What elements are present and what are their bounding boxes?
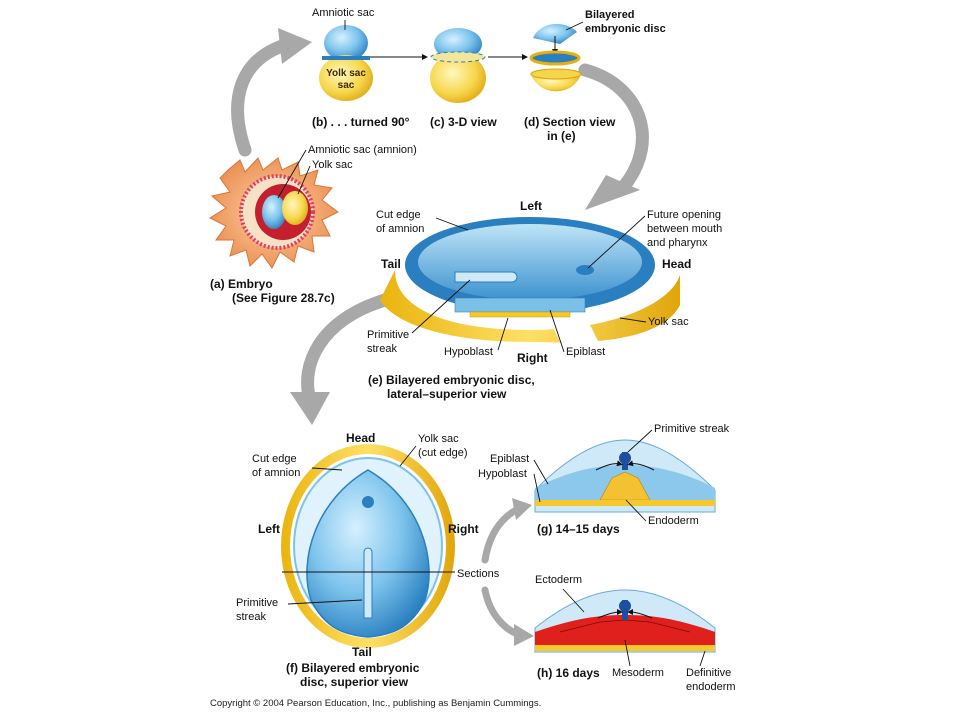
- epiblast-g-label: Epiblast: [490, 453, 529, 465]
- hypoblast-g-label: Hypoblast: [478, 468, 527, 480]
- bilayered-disc-label-2: embryonic disc: [585, 23, 666, 35]
- amniotic-cap-d: [533, 23, 577, 44]
- yolk-sac-a-label: Yolk sac: [312, 159, 353, 171]
- panel-e: Cut edge of amnion Left Future opening b…: [367, 199, 722, 401]
- yolk-sac-inner-label-1: Yolk sac: [326, 68, 366, 79]
- yolk-sac-cut-1: Yolk sac: [418, 433, 459, 445]
- cut-edge-amnion-e-2: of amnion: [376, 223, 424, 235]
- caption-a-1: (a) Embryo: [210, 277, 273, 291]
- mesoderm-h-label: Mesoderm: [612, 667, 664, 679]
- amniotic-sac-amnion-label: Amniotic sac (amnion): [308, 144, 417, 156]
- caption-d-1: (d) Section view: [524, 115, 616, 129]
- panel-h: Ectoderm Mesoderm Definitive endoderm (h…: [534, 574, 736, 693]
- tail-f-label: Tail: [352, 645, 372, 659]
- future-opening-1: Future opening: [647, 209, 721, 221]
- yolk-sac-c: [430, 53, 486, 103]
- arrow-e-to-f: [290, 293, 392, 425]
- arrow-a-to-b: [231, 28, 312, 157]
- caption-f-2: disc, superior view: [300, 675, 409, 689]
- primitive-streak-e: [454, 271, 518, 283]
- future-opening-3: and pharynx: [647, 237, 708, 249]
- endoderm-g-label: Endoderm: [648, 515, 699, 527]
- amniotic-sac-b: [324, 25, 368, 61]
- right-e-label: Right: [517, 351, 548, 365]
- yolk-sac-cut-2: (cut edge): [418, 447, 468, 459]
- oral-opening-f: [362, 496, 374, 508]
- right-f-label: Right: [448, 522, 479, 536]
- left-e-label: Left: [520, 199, 542, 213]
- head-e-label: Head: [662, 257, 691, 271]
- bilayered-disc-label-1: Bilayered: [585, 9, 635, 21]
- definitive-endoderm-1: Definitive: [686, 667, 731, 679]
- panel-d: Bilayered embryonic disc (d) Section vie…: [524, 9, 666, 143]
- oral-opening-e: [576, 265, 594, 275]
- yolk-sac-e-label: Yolk sac: [648, 316, 689, 328]
- panel-f: Head Yolk sac (cut edge) Cut edge of amn…: [236, 431, 500, 689]
- primitive-streak-e-1: Primitive: [367, 329, 409, 341]
- cut-edge-amnion-f-2: of amnion: [252, 467, 300, 479]
- caption-e-2: lateral–superior view: [387, 387, 507, 401]
- caption-g: (g) 14–15 days: [537, 522, 620, 536]
- definitive-endoderm-2: endoderm: [686, 681, 736, 693]
- caption-d-2: in (e): [547, 129, 576, 143]
- disc-epiblast-e: [454, 297, 586, 313]
- panel-g: Primitive streak Epiblast Hypoblast Endo…: [478, 423, 730, 536]
- epiblast-e-label: Epiblast: [566, 346, 605, 358]
- head-f-label: Head: [346, 431, 375, 445]
- yolk-sac-e-shape: [380, 270, 680, 343]
- primitive-streak-f-2: streak: [236, 611, 266, 623]
- disc-surface-e: [418, 224, 642, 300]
- panel-a: Amniotic sac (amnion) Yolk sac (a) Embry…: [208, 144, 417, 305]
- cut-edge-amnion-e-1: Cut edge: [376, 209, 421, 221]
- caption-a-2: (See Figure 28.7c): [232, 291, 335, 305]
- caption-e-1: (e) Bilayered embryonic disc,: [368, 373, 535, 387]
- mesoderm-h-shape: [535, 615, 715, 645]
- caption-c: (c) 3-D view: [430, 115, 497, 129]
- primitive-streak-g-label: Primitive streak: [654, 423, 730, 435]
- left-f-label: Left: [258, 522, 280, 536]
- caption-h: (h) 16 days: [537, 666, 600, 680]
- panel-c: (c) 3-D view: [430, 28, 497, 129]
- hypoblast-g-shape: [535, 500, 715, 506]
- caption-b: (b) . . . turned 90°: [312, 115, 410, 129]
- copyright-notice: Copyright © 2004 Pearson Education, Inc.…: [210, 698, 541, 709]
- yolk-sac-b: [319, 55, 373, 101]
- primitive-streak-e-2: streak: [367, 343, 397, 355]
- panel-b: Yolk sac sac Amniotic sac (b) . . . turn…: [312, 7, 410, 129]
- caption-f-1: (f) Bilayered embryonic: [286, 661, 420, 675]
- primitive-streak-f: [363, 547, 373, 619]
- hypoblast-e-label: Hypoblast: [444, 346, 493, 358]
- arrow-f-to-h: [481, 586, 534, 646]
- disc-hypoblast-e: [469, 311, 571, 318]
- arrow-f-to-g: [481, 498, 532, 564]
- definitive-endoderm-h-shape: [535, 645, 715, 651]
- sections-label: Sections: [457, 568, 500, 580]
- amniotic-sac-label: Amniotic sac: [312, 7, 375, 19]
- future-opening-2: between mouth: [647, 223, 722, 235]
- cut-edge-amnion-f-1: Cut edge: [252, 453, 297, 465]
- ectoderm-h-label: Ectoderm: [535, 574, 582, 586]
- amniotic-sac-c: [434, 28, 482, 60]
- yolk-sac-inner-label-2: sac: [338, 80, 355, 91]
- arrow-d-to-e: [578, 63, 649, 210]
- primitive-streak-f-1: Primitive: [236, 597, 278, 609]
- tail-e-label: Tail: [381, 257, 401, 271]
- yolk-sac-a-shape: [282, 191, 308, 225]
- amnion-a: [262, 195, 286, 229]
